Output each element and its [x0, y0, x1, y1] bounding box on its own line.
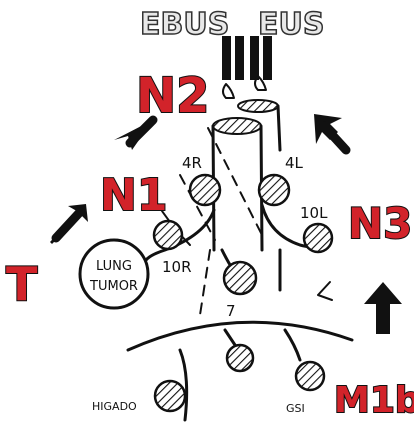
eus-scope — [250, 36, 272, 90]
stage-n1-label: N1 — [100, 170, 167, 221]
lung-tumor: LUNG TUMOR — [80, 240, 148, 308]
arrow-n1-to-t-icon — [56, 212, 80, 238]
liver-label: HIGADO — [92, 400, 137, 413]
diaphragm-line — [285, 330, 300, 360]
node-7-label: 7 — [226, 302, 236, 320]
node-4l-label: 4L — [285, 154, 304, 172]
stage-t-label: T — [6, 257, 38, 311]
node-10r-label: 10R — [162, 258, 192, 276]
stage-n3-label: N3 — [348, 199, 412, 248]
node-10r — [154, 221, 182, 249]
tumor-label-line2: TUMOR — [89, 279, 138, 294]
ebus-label: EBUS — [140, 7, 229, 42]
dashed-guide-line — [200, 250, 210, 315]
tumor-label-line1: LUNG — [96, 259, 132, 274]
arrow-m1b-to-n3-icon — [364, 282, 402, 334]
diaphragm-line — [225, 330, 235, 345]
node-4r-label: 4R — [182, 154, 202, 172]
node-4l — [259, 175, 289, 205]
node-7 — [224, 262, 256, 294]
liver-node — [155, 381, 185, 411]
node-10l-label: 10L — [300, 204, 328, 222]
node-10l — [304, 224, 332, 252]
node-4r — [190, 175, 220, 205]
stage-n2-label: N2 — [136, 68, 210, 124]
stage-m1b-label: M1b — [334, 380, 414, 421]
adrenal-node — [296, 362, 324, 390]
check-mark — [318, 282, 332, 300]
ebus-scope — [222, 36, 244, 98]
node-celiac — [227, 345, 253, 371]
adrenal-label: GSI — [286, 402, 305, 415]
